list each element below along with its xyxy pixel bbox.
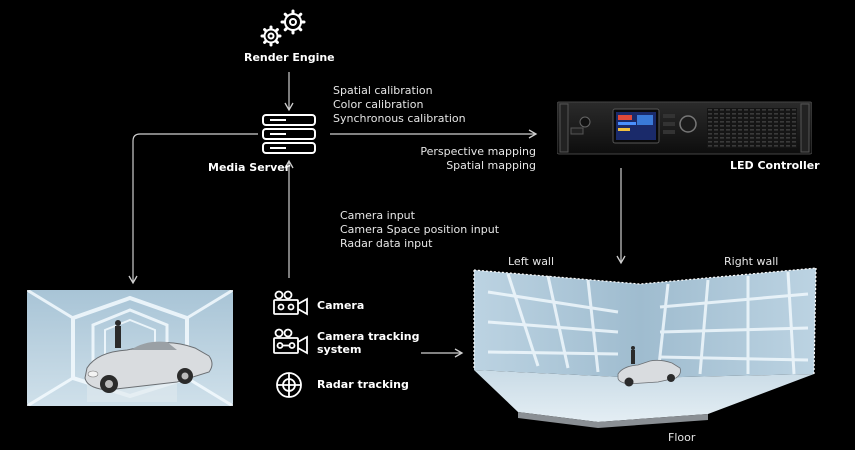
- gears-icon: [260, 9, 306, 47]
- render-engine-label: Render Engine: [244, 51, 335, 64]
- camera-icon: [273, 290, 308, 316]
- server-icon: [262, 114, 316, 154]
- input-camera: Camera input: [340, 209, 415, 222]
- arrow-server-to-preview: [128, 133, 258, 285]
- floor-panel: [474, 370, 814, 422]
- mapping-spatial: Spatial mapping: [446, 159, 536, 172]
- led-stage: [473, 267, 817, 428]
- media-server-label: Media Server: [208, 161, 291, 174]
- calibration-sync: Synchronous calibration: [333, 112, 466, 125]
- camera-tracking-icon: [273, 328, 308, 355]
- radar-icon: [276, 372, 302, 398]
- left-wall-label: Left wall: [508, 255, 555, 268]
- right-wall-panel: [640, 268, 816, 378]
- source-radar: Radar tracking: [317, 378, 409, 391]
- source-camera-tracking-line2: system: [317, 343, 362, 356]
- floor-label: Floor: [668, 431, 696, 444]
- input-radar: Radar data input: [340, 237, 433, 250]
- stage-car-image: [617, 359, 681, 387]
- input-camera-space: Camera Space position input: [340, 223, 500, 236]
- preview-screen: [27, 290, 233, 406]
- car-image: [84, 341, 213, 393]
- calibration-color: Color calibration: [333, 98, 424, 111]
- source-camera-tracking-line1: Camera tracking: [317, 330, 420, 343]
- mapping-perspective: Perspective mapping: [420, 145, 536, 158]
- led-controller-label: LED Controller: [730, 159, 820, 172]
- source-camera: Camera: [317, 299, 365, 312]
- calibration-spatial: Spatial calibration: [333, 84, 433, 97]
- right-wall-label: Right wall: [724, 255, 779, 268]
- led-controller-device: [557, 101, 812, 155]
